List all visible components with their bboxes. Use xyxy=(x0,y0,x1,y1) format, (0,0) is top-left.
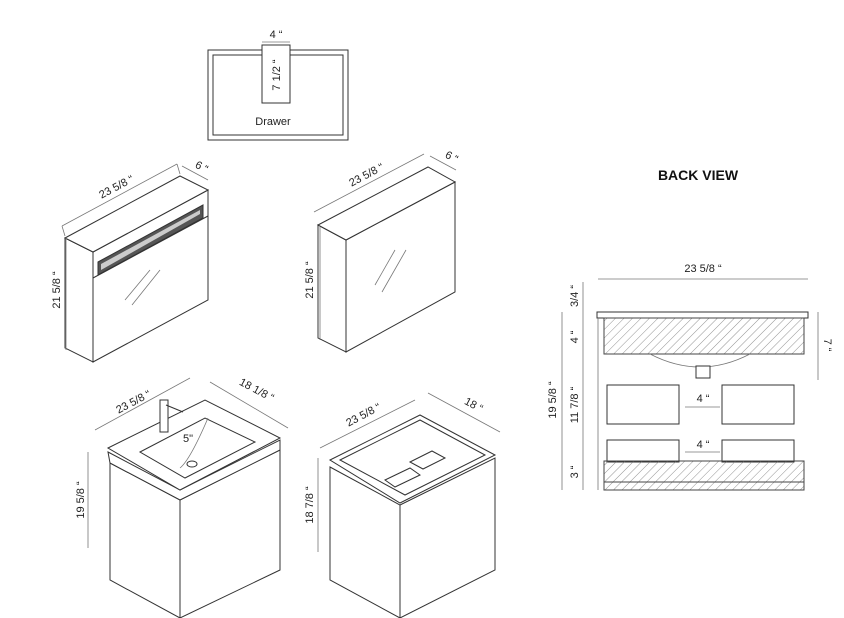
mirror-right-width-label: 23 5/8 “ xyxy=(347,161,386,189)
drawer-view: 4 “ 7 1/2 “ Drawer xyxy=(207,29,349,141)
gap-upper-label: 4 “ xyxy=(697,393,710,405)
faucet-icon xyxy=(159,399,169,433)
drawer-height-label: 7 1/2 “ xyxy=(271,59,283,91)
vanity-cabinet-height-label: 18 7/8 “ xyxy=(304,486,316,524)
vanity-cabinet-width-label: 23 5/8 “ xyxy=(344,401,383,429)
mirror-left-height-label: 21 5/8 “ xyxy=(51,271,63,309)
drain-icon xyxy=(186,460,198,468)
vanity-cabinet-depth-label: 18 “ xyxy=(462,396,485,416)
mirror-right-depth-label: 6 “ xyxy=(443,149,460,166)
back-view: BACK VIEW 23 5/8 “ 4 “ 4 “ 19 5/8 “ 3/4 … xyxy=(547,167,833,491)
back-mid-label: 11 7/8 “ xyxy=(569,386,581,423)
basin-depth-label: 5" xyxy=(183,433,193,445)
vanity-top-height-label: 19 5/8 “ xyxy=(75,481,87,519)
back-rail-label: 4 “ xyxy=(569,330,581,343)
mirror-right-height-label: 21 5/8 “ xyxy=(304,261,316,299)
drawer-width-label: 4 “ xyxy=(270,29,283,41)
back-width-label: 23 5/8 “ xyxy=(684,263,722,275)
back-bottom-label: 3 “ xyxy=(569,465,581,478)
vanity-top-width-label: 23 5/8 “ xyxy=(114,388,153,416)
vanity-cabinet: 23 5/8 “ 18 “ 18 7/8 “ xyxy=(304,392,501,618)
gap-lower-label: 4 “ xyxy=(697,439,710,451)
mirror-left-width-label: 23 5/8 “ xyxy=(97,173,136,201)
mirror-cabinet-left: 23 5/8 “ 6 “ 21 5/8 “ xyxy=(51,159,210,363)
vanity-top-depth-label: 18 1/8 “ xyxy=(237,376,276,404)
mirror-cabinet-right: 23 5/8 “ 6 “ 21 5/8 “ xyxy=(304,149,460,353)
vanity-with-top: 23 5/8 “ 18 1/8 “ 19 5/8 “ 5" xyxy=(75,376,289,618)
back-total-height-label: 19 5/8 “ xyxy=(547,381,559,419)
back-view-title: BACK VIEW xyxy=(658,167,739,183)
drawer-caption: Drawer xyxy=(255,116,291,128)
back-right-label: 7 “ xyxy=(821,339,833,352)
back-top-label: 3/4 “ xyxy=(569,285,581,307)
mirror-left-depth-label: 6 “ xyxy=(193,159,210,176)
